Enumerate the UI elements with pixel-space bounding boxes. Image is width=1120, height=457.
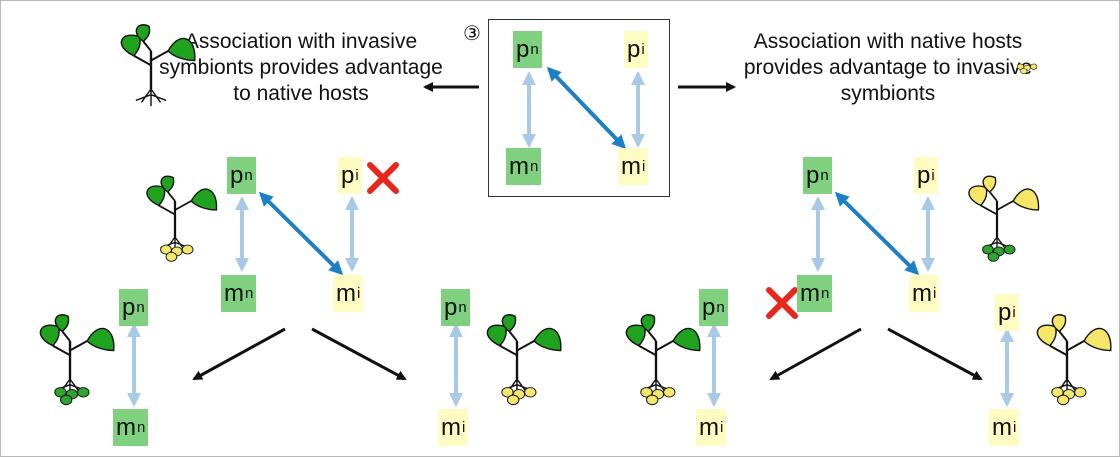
plant-icon	[120, 23, 197, 108]
red-cross-icon	[769, 290, 795, 316]
diagonal-arrow	[546, 66, 627, 150]
plant-with-nodules-icon	[486, 313, 563, 406]
plant-with-nodules-icon	[1036, 313, 1113, 406]
red-cross-icon	[370, 165, 396, 191]
flow-arrow-down-right	[311, 327, 407, 381]
central-step-box	[488, 19, 670, 197]
plant-with-nodules-icon	[1016, 63, 1038, 75]
plant-with-nodules-icon	[145, 175, 218, 262]
flow-arrow-down-right	[887, 327, 983, 381]
plant-with-nodules-icon	[967, 175, 1040, 262]
left-caption: Association with invasive symbionts prov…	[159, 30, 443, 105]
diagonal-arrow	[258, 191, 344, 276]
diagonal-arrow	[834, 191, 920, 276]
flow-arrow-down-left	[769, 327, 862, 381]
step-number: ③	[463, 21, 481, 45]
plant-with-nodules-icon	[39, 313, 116, 406]
right-caption: Association with native hosts provides a…	[743, 30, 1033, 105]
flow-arrow-down-left	[192, 327, 286, 381]
plant-with-nodules-icon	[625, 313, 702, 406]
